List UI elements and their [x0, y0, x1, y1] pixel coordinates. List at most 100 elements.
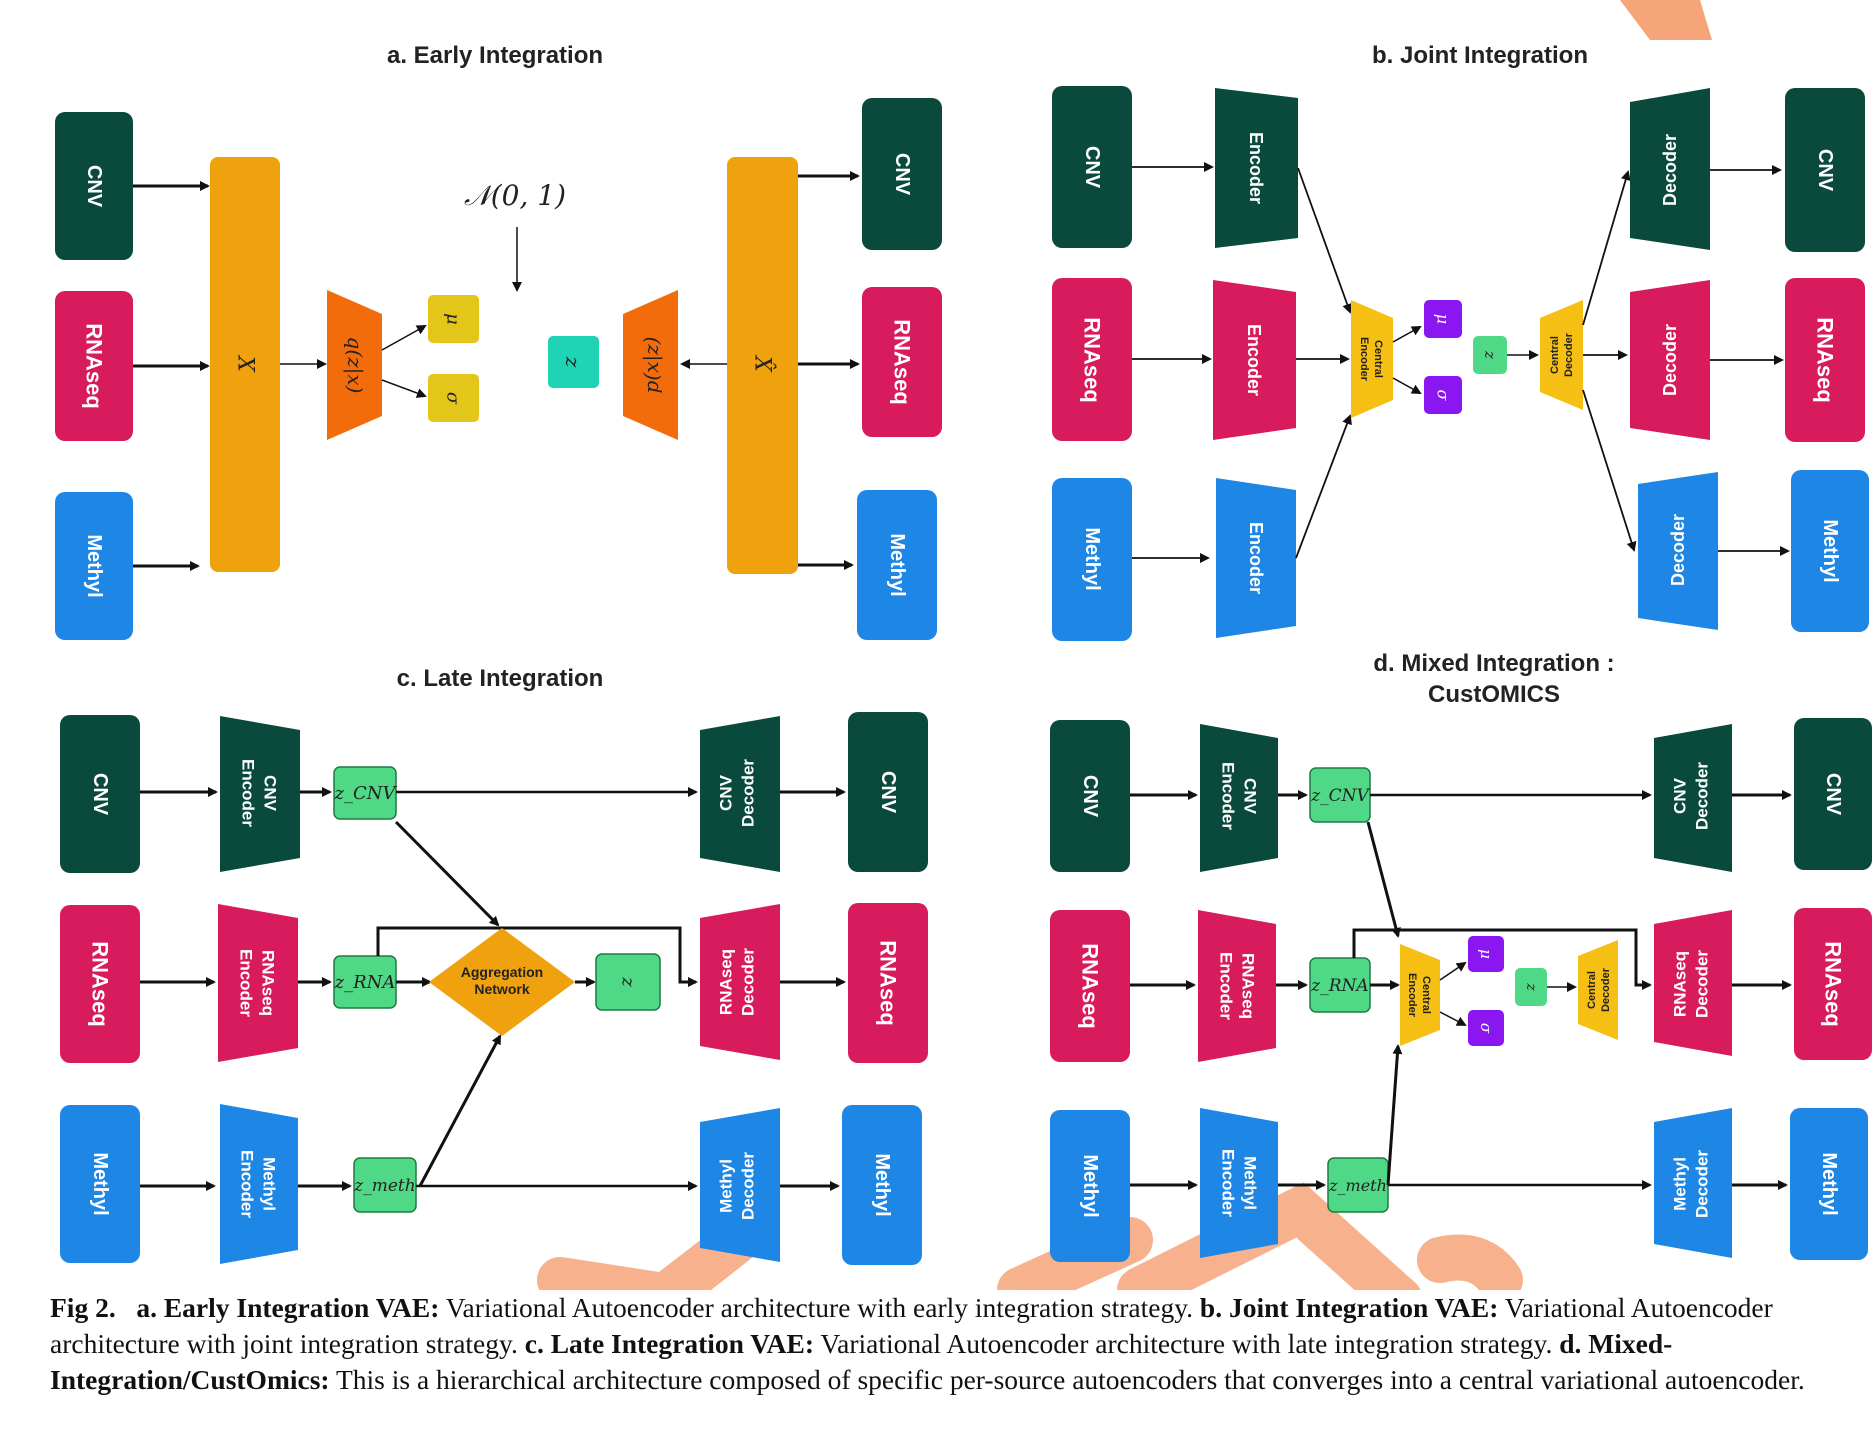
panel-d-rnaseq-decoder [1654, 910, 1732, 1056]
panel-a-decoder [623, 290, 678, 440]
caption-d-heading: d. Mixed-Integration/CustOmics: [50, 1328, 1673, 1395]
panel-d-mu-box [1468, 936, 1504, 972]
panel-a-sigma-box [428, 374, 479, 422]
panel-a-prior-label: 𝒩(0, 1) [464, 179, 566, 212]
panel-b-central-encoder [1351, 300, 1393, 418]
panel-d-mu-label: μ [1477, 949, 1495, 959]
panel-b-z-label: z [1481, 350, 1499, 359]
caption-a-text: Variational Autoencoder architecture wit… [439, 1292, 1200, 1323]
panel-d-rnaseq-decoder-label-1: RNAseq [1671, 951, 1690, 1017]
panel-b-methyl-decoder [1638, 472, 1718, 630]
panel-b-sigma-label: σ [1434, 390, 1453, 402]
panel-d-rnaseq-encoder-label-2: Encoder [1217, 952, 1236, 1020]
caption-b-heading: b. Joint Integration VAE: [1199, 1292, 1499, 1323]
panel-a-methyl-input [55, 492, 133, 640]
panel-d-central-encoder-label-2: Encoder [1406, 973, 1418, 1018]
panel-d-central-decoder-label-2: Decoder [1600, 967, 1612, 1012]
panel-b-cnv-decoder [1630, 88, 1710, 250]
panel-b-cnv-decoder-label: Decoder [1660, 134, 1680, 206]
panel-a-rnaseq-output [862, 287, 942, 437]
panel-a-cnv-output [862, 98, 942, 250]
panel-b-methyl-output-label: Methyl [1819, 519, 1841, 582]
panel-c-rnaseq-decoder [700, 904, 780, 1060]
panel-c-cnv-encoder-label-2: Encoder [239, 759, 258, 827]
figure-canvas: a. Early Integration b. Joint Integratio… [55, 0, 1872, 1290]
panel-a-methyl-input-label: Methyl [83, 534, 105, 597]
panel-b-methyl-output [1791, 470, 1869, 632]
panel-d-central-encoder-label-1: Central [1420, 976, 1432, 1014]
panel-a-methyl-output [857, 490, 937, 640]
panel-d-z-cnv-label: z_CNV [1310, 786, 1370, 806]
panel-a-encoder [327, 290, 382, 440]
panel-c-cnv-output [848, 712, 928, 872]
panel-c-z-label: z [618, 976, 639, 987]
panel-c-rnaseq-output [848, 903, 928, 1063]
panel-d-rnaseq-encoder [1198, 910, 1276, 1062]
panel-c-cnv-encoder-label-1: CNV [261, 775, 280, 812]
panel-c-rnaseq-output-label: RNAseq [876, 940, 901, 1026]
panel-d-central-decoder [1578, 940, 1618, 1040]
panel-b-mu-label: μ [1434, 314, 1453, 324]
panel-d-cnv-input-label: CNV [1079, 775, 1101, 818]
panel-c-z-cnv-label: z_CNV [333, 783, 397, 804]
panel-c-aggregation-label-2: Network [474, 981, 529, 997]
panel-d-cnv-decoder-label-1: CNV [1671, 777, 1690, 814]
panel-b-methyl-encoder-label: Encoder [1246, 522, 1266, 594]
panel-d-methyl-input-label: Methyl [1079, 1154, 1101, 1217]
panel-b-methyl-input [1052, 478, 1132, 641]
panel-c-aggregation-label-1: Aggregation [461, 964, 543, 980]
panel-c-aggregation-network [429, 928, 575, 1036]
panel-d-cnv-decoder [1654, 724, 1732, 872]
panel-a-z-label: z [561, 356, 585, 368]
panel-b-methyl-encoder [1216, 478, 1296, 638]
panel-d-methyl-encoder [1200, 1108, 1278, 1258]
panel-b-cnv-input-label: CNV [1081, 146, 1103, 189]
panel-a-x-label: X [233, 354, 258, 373]
panel-c-title: c. Late Integration [397, 665, 604, 692]
panel-c-rnaseq-input [60, 905, 140, 1063]
panel-d-cnv-output-label: CNV [1822, 773, 1844, 816]
panel-d-cnv-encoder-label-2: Encoder [1219, 762, 1238, 830]
caption-a-heading: a. Early Integration VAE: [136, 1292, 440, 1323]
panel-d-rnaseq-output-label: RNAseq [1821, 941, 1846, 1027]
panel-c-rnaseq-decoder-label-2: Decoder [739, 948, 758, 1016]
panel-c-methyl-output [842, 1105, 922, 1265]
panel-c-methyl-decoder-label-1: Methyl [717, 1159, 736, 1213]
panel-d-sigma-box [1468, 1010, 1504, 1046]
panel-b: CNV RNAseq Methyl Encoder Encoder Encode… [1052, 86, 1869, 641]
panel-b-central-encoder-label-2: Encoder [1358, 337, 1370, 382]
panel-c-methyl-output-label: Methyl [871, 1153, 893, 1216]
panel-d-z-meth-label: z_meth [1328, 1176, 1387, 1195]
caption-d-text: This is a hierarchical architecture comp… [329, 1364, 1805, 1395]
panel-d: CNV RNAseq Methyl CNV Encoder RNAseq Enc… [1050, 718, 1872, 1262]
panel-b-cnv-output-label: CNV [1814, 149, 1836, 192]
panel-a-decoder-label: p(x|z) [639, 337, 664, 394]
panel-d-methyl-encoder-label-2: Encoder [1219, 1149, 1238, 1217]
figure-caption: Fig 2. a. Early Integration VAE: Variati… [50, 1290, 1870, 1398]
panel-d-cnv-decoder-label-2: Decoder [1693, 762, 1712, 830]
panel-d-z-box [1515, 968, 1547, 1006]
panel-b-cnv-encoder [1215, 88, 1298, 248]
panel-d-methyl-output-label: Methyl [1818, 1152, 1840, 1215]
panel-c-methyl-encoder [220, 1104, 298, 1264]
panel-d-methyl-encoder-label-1: Methyl [1241, 1156, 1260, 1210]
panel-a: CNV RNAseq Methyl X q(z|x) μ σ 𝒩(0, 1) z… [55, 98, 942, 640]
panel-d-rnaseq-output [1794, 908, 1872, 1060]
panel-d-methyl-decoder [1654, 1108, 1732, 1258]
panel-c-rnaseq-decoder-label-1: RNAseq [717, 949, 736, 1015]
panel-c: CNV RNAseq Methyl CNV Encoder RNAseq Enc… [60, 712, 928, 1265]
panel-b-rnaseq-output [1785, 278, 1865, 442]
panel-b-methyl-input-label: Methyl [1081, 527, 1103, 590]
panel-b-central-encoder-label-1: Central [1372, 340, 1384, 378]
panel-a-mu-box [428, 295, 479, 343]
panel-c-methyl-decoder [700, 1108, 780, 1262]
panel-c-cnv-input [60, 715, 140, 873]
panel-a-rnaseq-input [55, 291, 133, 441]
panel-b-sigma-box [1424, 376, 1462, 414]
panel-b-rnaseq-encoder-label: Encoder [1244, 324, 1264, 396]
panel-c-rnaseq-encoder-label-2: Encoder [237, 949, 256, 1017]
caption-fig-label: Fig 2. [50, 1292, 116, 1323]
panel-c-methyl-input-label: Methyl [89, 1152, 111, 1215]
panel-a-z-box [548, 336, 599, 388]
panel-c-cnv-encoder [220, 716, 300, 872]
